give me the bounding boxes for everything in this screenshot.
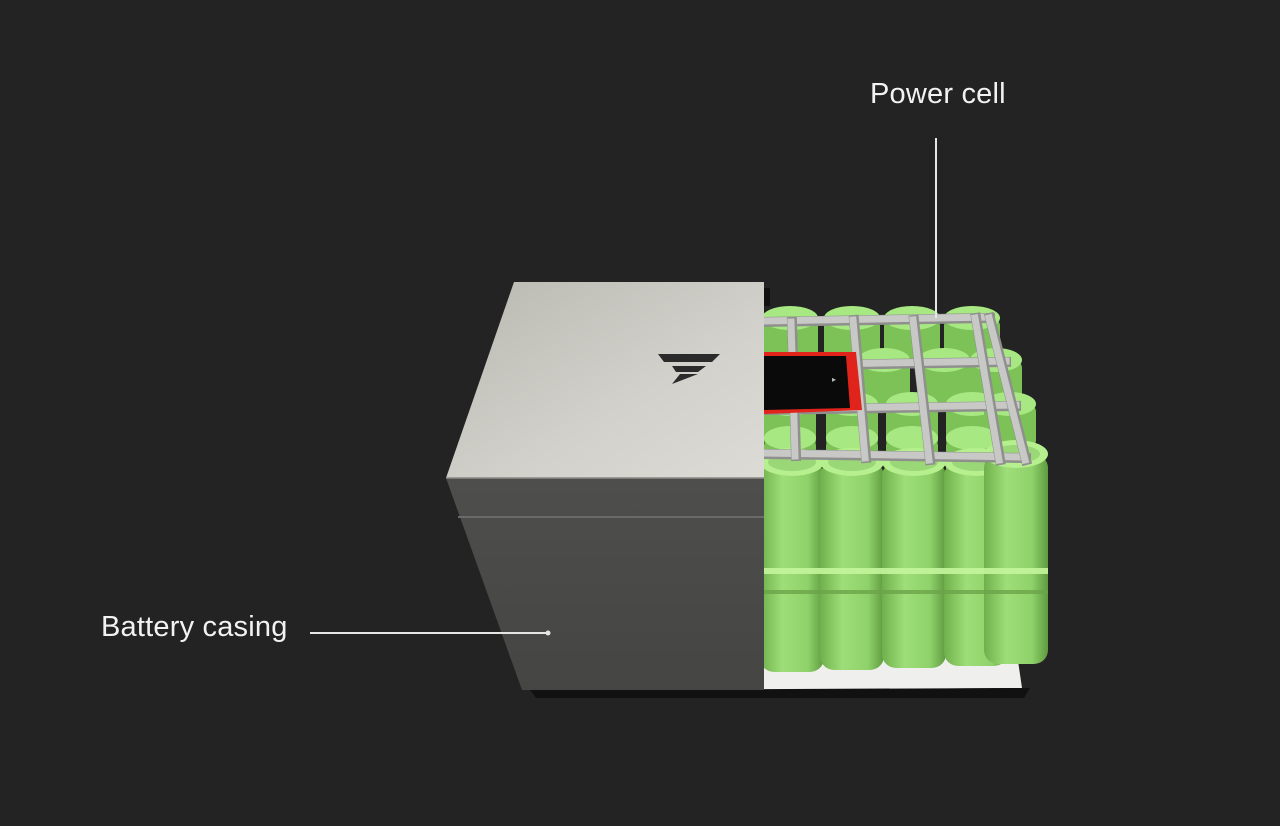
svg-text:▸: ▸: [832, 375, 836, 384]
bms-module: ▸: [762, 352, 862, 414]
power-cell: [820, 448, 884, 670]
casing-top: [446, 282, 764, 478]
casing-front: [446, 478, 764, 690]
power-cell-callout: Power cell: [870, 78, 1006, 318]
power-cell: [882, 448, 946, 668]
power-cells: [760, 440, 1048, 672]
battery-casing: [446, 282, 770, 690]
power-cell-label: Power cell: [870, 78, 1006, 110]
power-cell: [984, 440, 1048, 664]
battery-casing-label: Battery casing: [101, 611, 288, 643]
lightning-bolt-logo-icon: [658, 354, 720, 384]
power-cell: [760, 448, 824, 672]
battery-casing-callout: Battery casing: [101, 611, 551, 643]
